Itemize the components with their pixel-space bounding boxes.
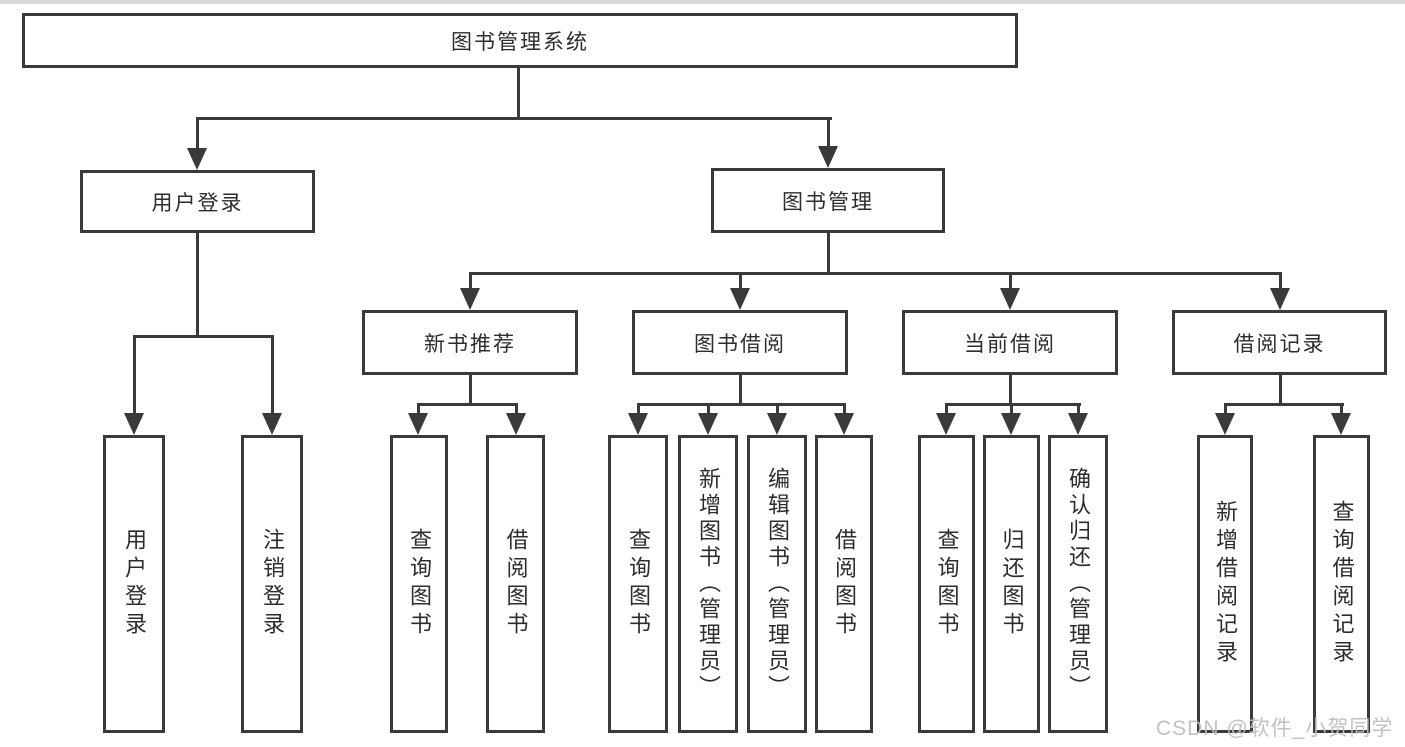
node-label: 查询借阅记录 [1329, 500, 1355, 668]
node-current-borrowing: 当前借阅 [902, 310, 1118, 375]
node-label: 当前借阅 [964, 332, 1056, 356]
watermark: CSDN @软件_小贺同学 [1156, 717, 1394, 740]
node-label: 查询图书 [626, 528, 651, 640]
node-leaf-return-books: 归还图书 [983, 435, 1040, 733]
node-label: 用户登录 [151, 191, 244, 215]
arrow-down-icon [767, 413, 787, 435]
connector-line [1224, 403, 1344, 406]
connector-line [776, 403, 779, 416]
connector-line [637, 403, 846, 406]
connector-line [1009, 272, 1012, 290]
connector-line [739, 272, 742, 290]
node-label: 确认归还（管理员） [1066, 467, 1091, 701]
arrow-down-icon [698, 413, 718, 435]
node-leaf-logout: 注销登录 [241, 435, 303, 733]
arrow-down-icon [1215, 413, 1235, 435]
node-leaf-borrow-books-1: 借阅图书 [486, 435, 545, 733]
connector-line [945, 403, 948, 416]
node-book-management-branch: 图书管理 [711, 168, 945, 233]
arrow-down-icon [460, 288, 480, 310]
connector-line [517, 68, 520, 118]
node-book-borrowing: 图书借阅 [632, 310, 848, 375]
arrow-down-icon [1270, 288, 1290, 310]
arrow-down-icon [262, 413, 282, 435]
connector-line [133, 335, 136, 415]
connector-line [1279, 375, 1282, 405]
top-edge-strip [0, 0, 1405, 4]
connector-line [196, 233, 199, 338]
connector-line [637, 403, 640, 416]
node-leaf-user-login: 用户登录 [103, 435, 165, 733]
arrow-down-icon [730, 288, 750, 310]
node-leaf-query-books-3: 查询图书 [918, 435, 975, 733]
node-label: 图书管理系统 [451, 30, 589, 54]
node-leaf-confirm-return-admin: 确认归还（管理员） [1048, 435, 1108, 733]
arrow-down-icon [1000, 288, 1020, 310]
connector-line [469, 375, 472, 405]
connector-line [945, 403, 1081, 406]
node-label: 借阅图书 [503, 528, 529, 640]
connector-line [1077, 403, 1080, 416]
node-label: 查询图书 [407, 528, 432, 640]
arrow-down-icon [1331, 413, 1351, 435]
arrow-down-icon [628, 413, 648, 435]
connector-line [133, 335, 274, 338]
node-leaf-add-borrow-record: 新增借阅记录 [1197, 435, 1253, 733]
node-label: 图书借阅 [694, 332, 786, 356]
connector-line [827, 233, 830, 274]
connector-line [196, 117, 199, 151]
connector-line [1010, 403, 1013, 416]
connector-line [469, 272, 1282, 275]
connector-line [417, 403, 518, 406]
arrow-down-icon [818, 146, 838, 168]
node-root-library-system: 图书管理系统 [22, 13, 1018, 68]
node-label: 用户登录 [122, 528, 147, 640]
connector-line [417, 403, 420, 416]
connector-line [196, 117, 832, 120]
connector-line [827, 117, 830, 149]
connector-line [469, 272, 472, 290]
node-label: 图书管理 [782, 190, 874, 214]
node-label: 借阅图书 [832, 528, 857, 640]
arrow-down-icon [1001, 413, 1021, 435]
node-user-login-branch: 用户登录 [80, 170, 315, 233]
connector-line [1279, 272, 1282, 290]
node-label: 归还图书 [999, 528, 1025, 640]
node-label: 新增图书（管理员） [696, 467, 721, 701]
node-leaf-query-books-1: 查询图书 [390, 435, 448, 733]
node-new-book-recommend: 新书推荐 [362, 310, 578, 375]
node-label: 借阅记录 [1233, 332, 1326, 356]
node-borrowing-records: 借阅记录 [1172, 310, 1387, 375]
connector-line [1224, 403, 1227, 416]
node-label: 新书推荐 [424, 332, 516, 356]
node-label: 注销登录 [260, 528, 285, 640]
connector-line [1009, 375, 1012, 405]
arrow-down-icon [1068, 413, 1088, 435]
node-label: 查询图书 [934, 528, 960, 640]
node-leaf-borrow-books-2: 借阅图书 [815, 435, 873, 733]
arrow-down-icon [834, 413, 854, 435]
node-label: 新增借阅记录 [1213, 500, 1238, 668]
connector-line [1340, 403, 1343, 416]
connector-line [271, 335, 274, 415]
arrow-down-icon [408, 413, 428, 435]
connector-line [515, 403, 518, 416]
connector-line [739, 375, 742, 405]
arrow-down-icon [506, 413, 526, 435]
node-leaf-add-books-admin: 新增图书（管理员） [678, 435, 738, 733]
connector-line [707, 403, 710, 416]
node-leaf-query-borrow-record: 查询借阅记录 [1313, 435, 1370, 733]
arrow-down-icon [936, 413, 956, 435]
node-leaf-query-books-2: 查询图书 [608, 435, 668, 733]
arrow-down-icon [187, 148, 207, 170]
node-leaf-edit-books-admin: 编辑图书（管理员） [747, 435, 807, 733]
arrow-down-icon [124, 413, 144, 435]
node-label: 编辑图书（管理员） [765, 467, 790, 701]
connector-line [843, 403, 846, 416]
